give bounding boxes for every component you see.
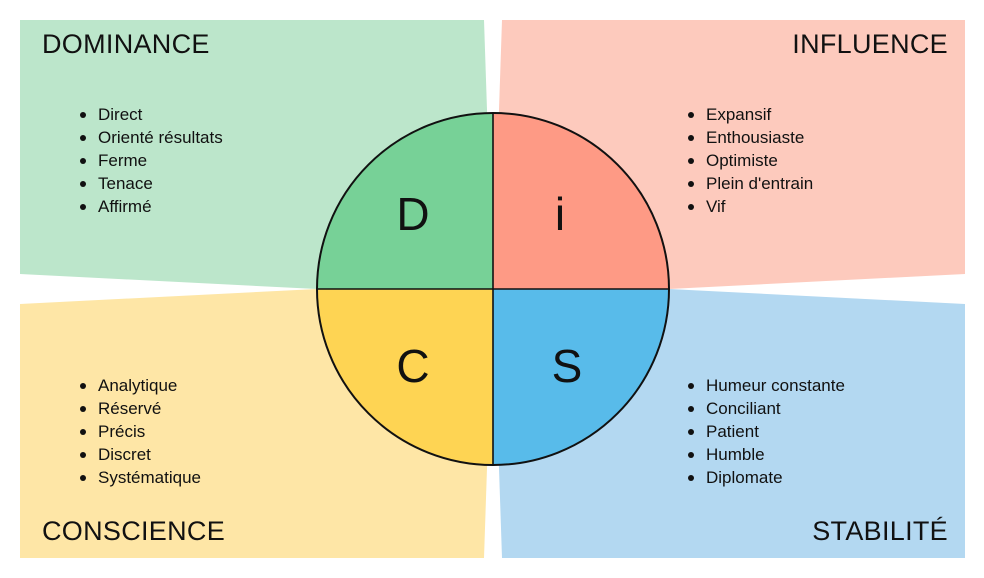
trait-item: Direct — [78, 103, 223, 126]
trait-item: Discret — [78, 443, 201, 466]
influence-trait-list: Expansif Enthousiaste Optimiste Plein d'… — [686, 103, 813, 218]
trait-item: Réservé — [78, 397, 201, 420]
trait-item: Précis — [78, 420, 201, 443]
trait-item: Patient — [686, 420, 845, 443]
trait-item: Analytique — [78, 374, 201, 397]
conscience-wedge — [317, 289, 493, 465]
dominance-trait-list: Direct Orienté résultats Ferme Tenace Af… — [78, 103, 223, 218]
trait-item: Humble — [686, 443, 845, 466]
trait-item: Ferme — [78, 149, 223, 172]
stabilite-title: STABILITÉ — [812, 516, 948, 546]
trait-item: Enthousiaste — [686, 126, 813, 149]
trait-item: Affirmé — [78, 195, 223, 218]
conscience-title: CONSCIENCE — [42, 516, 226, 546]
stabilite-trait-list: Humeur constante Conciliant Patient Humb… — [686, 374, 845, 489]
letter-c: C — [396, 340, 429, 392]
letter-d: D — [396, 188, 429, 240]
trait-item: Expansif — [686, 103, 813, 126]
trait-item: Conciliant — [686, 397, 845, 420]
conscience-trait-list: Analytique Réservé Précis Discret Systém… — [78, 374, 201, 489]
dominance-title: DOMINANCE — [42, 29, 210, 59]
letter-i: i — [555, 188, 565, 240]
trait-item: Optimiste — [686, 149, 813, 172]
letter-s: S — [552, 340, 583, 392]
dominance-wedge — [317, 113, 493, 289]
trait-item: Orienté résultats — [78, 126, 223, 149]
trait-item: Systématique — [78, 466, 201, 489]
influence-wedge — [493, 113, 669, 289]
trait-item: Vif — [686, 195, 813, 218]
stabilite-wedge — [493, 289, 669, 465]
trait-item: Tenace — [78, 172, 223, 195]
trait-item: Diplomate — [686, 466, 845, 489]
trait-item: Humeur constante — [686, 374, 845, 397]
influence-title: INFLUENCE — [792, 29, 948, 59]
trait-item: Plein d'entrain — [686, 172, 813, 195]
